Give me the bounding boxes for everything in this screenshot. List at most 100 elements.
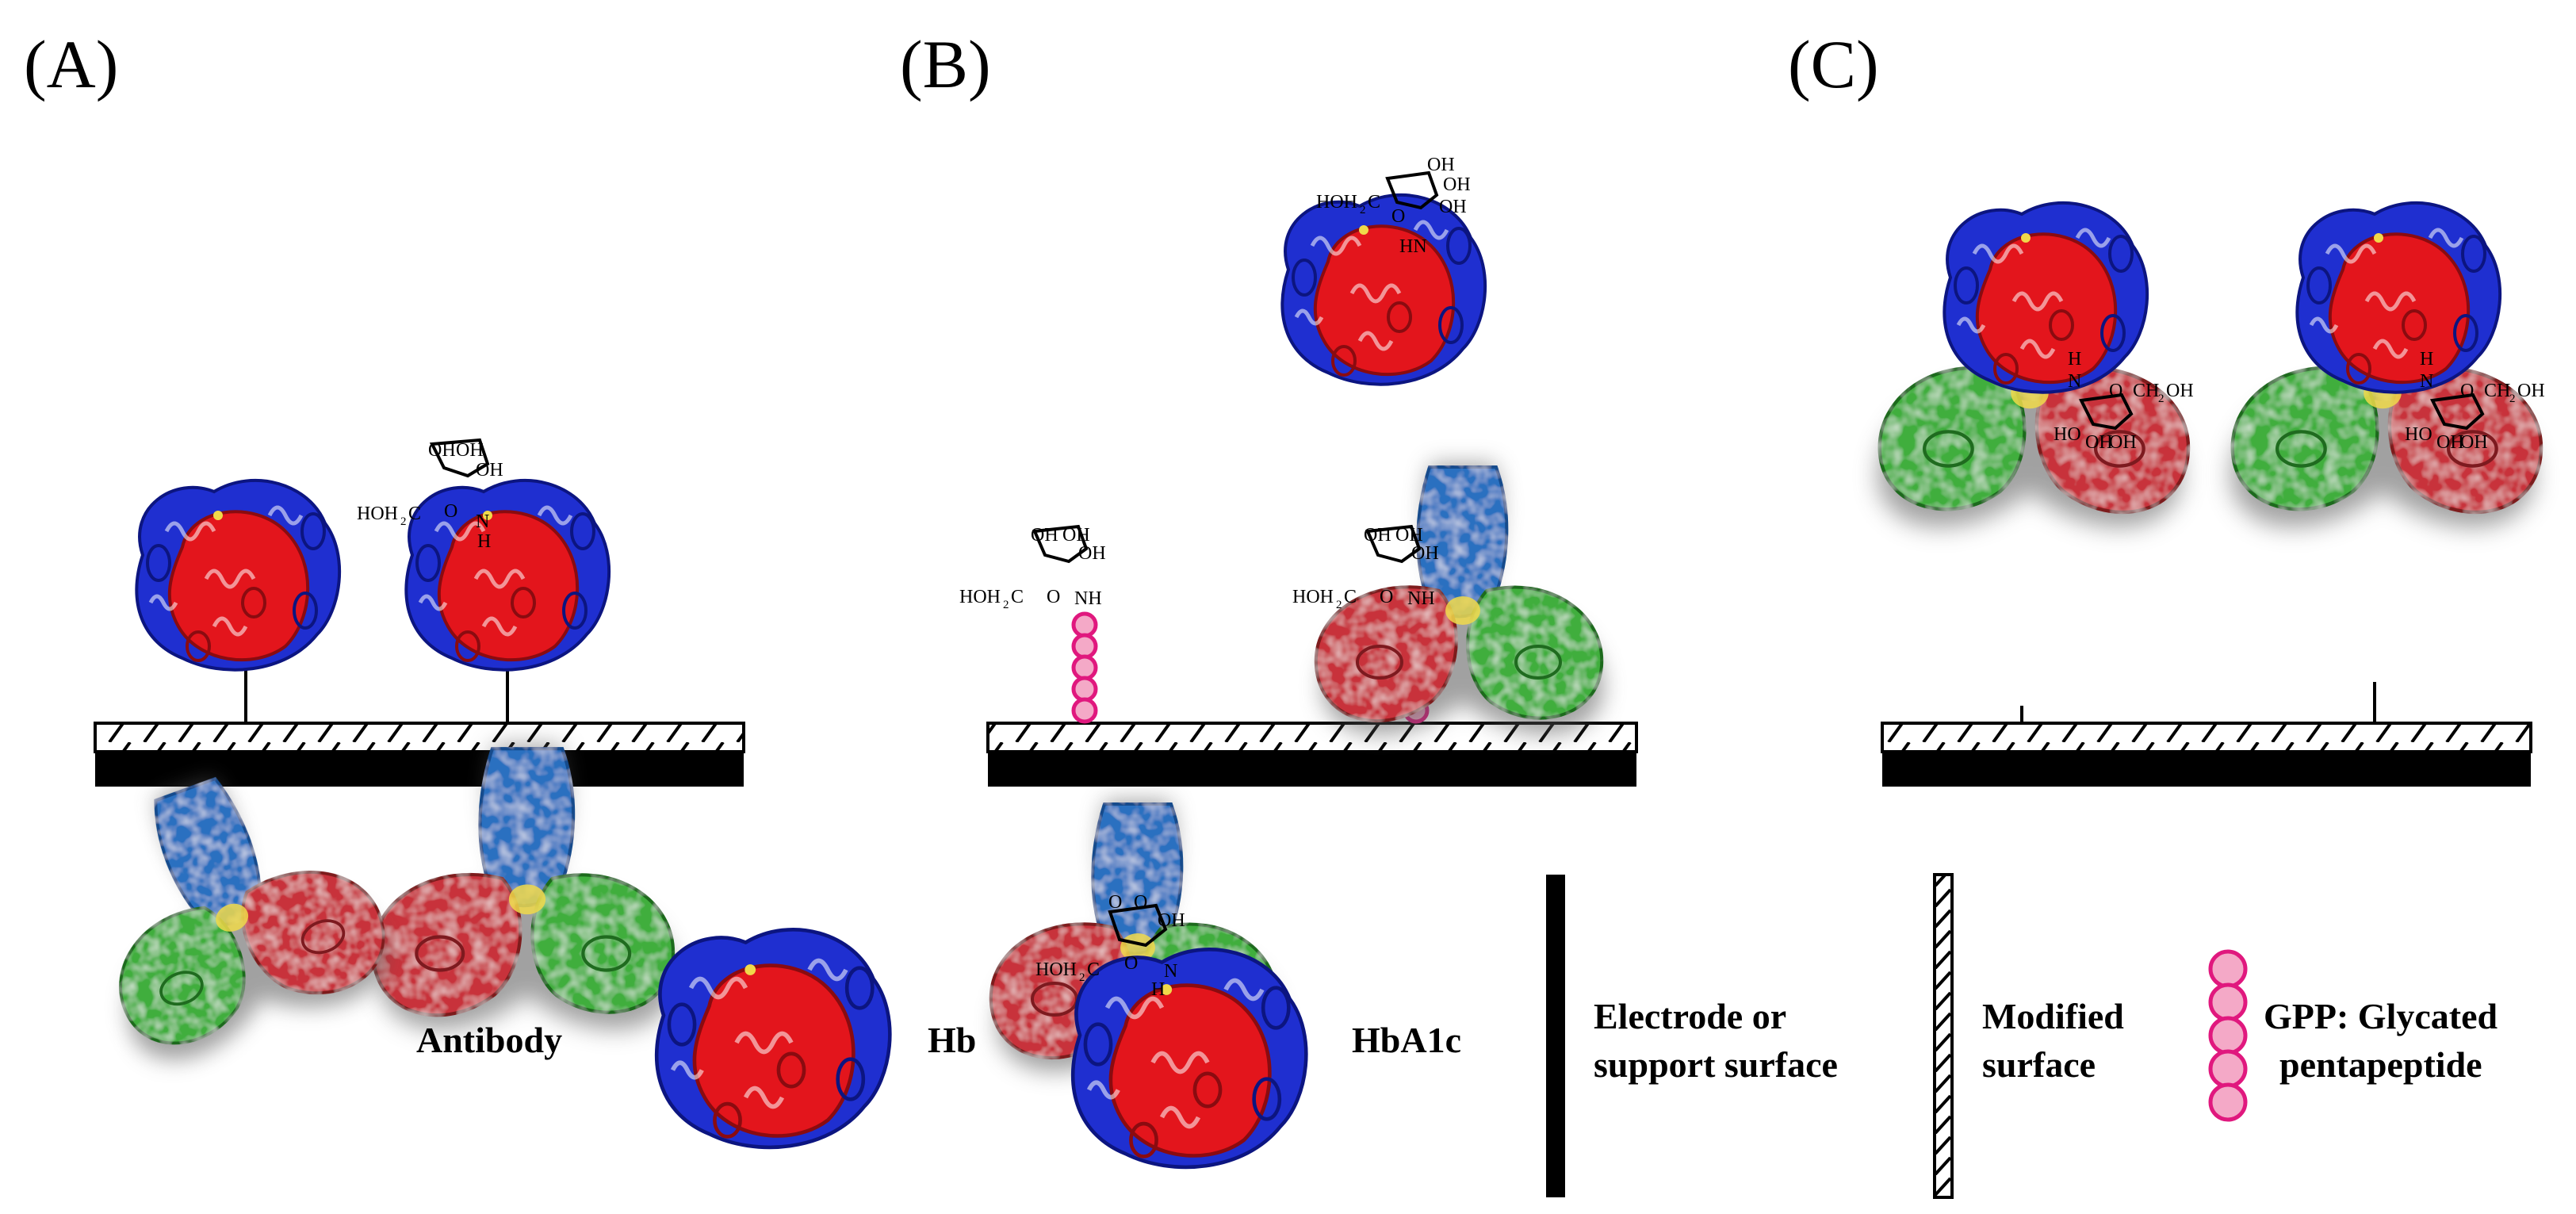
svg-text:OH: OH <box>2085 432 2113 453</box>
svg-text:H: H <box>1151 979 1165 1000</box>
svg-text:N: N <box>1164 961 1177 982</box>
svg-text:OH: OH <box>1443 174 1471 195</box>
panel-b: OH OH OH O HOH 2 C NH OH OH OH O HOH 2 C… <box>959 155 1638 1071</box>
svg-text:O: O <box>1124 953 1138 974</box>
antibody-b2 <box>1316 464 1603 734</box>
svg-text:C: C <box>408 504 421 524</box>
svg-text:C: C <box>1368 192 1380 213</box>
hb-protein-a1 <box>136 481 339 670</box>
svg-text:O: O <box>1047 587 1060 607</box>
glycation-group-b1: OH OH OH O HOH 2 C NH <box>959 524 1106 611</box>
glycation-group-a: OH OH OH O HOH 2 C N H <box>357 438 503 552</box>
svg-text:OH: OH <box>2166 381 2194 401</box>
svg-text:H: H <box>2420 349 2433 370</box>
svg-text:OH: OH <box>1427 155 1455 175</box>
svg-text:2: 2 <box>1336 599 1342 611</box>
legend-hb-symbol <box>656 929 890 1147</box>
svg-text:HO: HO <box>2054 424 2081 445</box>
svg-text:OH: OH <box>2460 432 2488 453</box>
svg-text:O: O <box>1108 892 1122 913</box>
svg-text:OH: OH <box>2517 381 2545 401</box>
svg-text:NH: NH <box>1074 588 1102 609</box>
gpp-chain-b1 <box>1071 611 1098 724</box>
hba1c-protein-c1 <box>1944 203 2147 393</box>
legend: Antibody Hb O O OH O HOH 2 C N H HbA1c E… <box>59 739 2498 1199</box>
svg-text:HOH: HOH <box>1292 587 1334 607</box>
hba1c-protein-b <box>1282 195 1485 385</box>
electrode-b <box>988 752 1636 787</box>
svg-text:OH: OH <box>456 440 484 461</box>
legend-electrode-symbol <box>1546 875 1565 1197</box>
panel-a-label: (A) <box>24 26 118 102</box>
svg-text:HOH: HOH <box>357 504 398 524</box>
legend-antibody-label: Antibody <box>416 1020 562 1060</box>
svg-text:OH: OH <box>2436 432 2464 453</box>
svg-text:O: O <box>2460 381 2474 401</box>
legend-modified-line2: surface <box>1982 1044 2096 1085</box>
legend-antibody-symbol <box>59 739 403 1074</box>
antibody-a <box>373 745 675 1029</box>
electrode-a <box>95 752 744 787</box>
svg-text:O: O <box>2109 381 2122 401</box>
svg-text:N: N <box>2420 371 2433 392</box>
svg-text:OH: OH <box>1062 525 1090 546</box>
svg-text:O: O <box>444 501 457 522</box>
svg-text:HN: HN <box>1399 236 1427 257</box>
modified-surface-c <box>1881 722 2532 753</box>
svg-text:HOH: HOH <box>1035 959 1077 980</box>
legend-hba1c-label: HbA1c <box>1352 1020 1461 1060</box>
glycation-group-c1: H N O CH 2 OH HO OH OH <box>2054 349 2194 453</box>
svg-text:OH: OH <box>476 460 503 481</box>
svg-text:O: O <box>1391 206 1405 227</box>
svg-text:C: C <box>1087 959 1100 980</box>
legend-hba1c-glycation: O O OH O HOH 2 C N H <box>1035 892 1185 1000</box>
svg-text:2: 2 <box>400 515 407 528</box>
electrode-c <box>1882 752 2531 787</box>
legend-gpp-line2: pentapeptide <box>2279 1044 2482 1085</box>
legend-modified-symbol <box>1933 873 1954 1199</box>
svg-text:N: N <box>476 511 489 532</box>
svg-text:NH: NH <box>1407 588 1435 609</box>
svg-text:OH: OH <box>1158 910 1185 931</box>
svg-text:HO: HO <box>2405 424 2432 445</box>
svg-text:OH: OH <box>1411 543 1439 564</box>
hba1c-protein-c2 <box>2297 203 2500 393</box>
glycation-group-b2: OH OH OH O HOH 2 C NH <box>1292 524 1439 611</box>
svg-text:H: H <box>477 531 491 552</box>
legend-gpp-line1: GPP: Glycated <box>2264 996 2498 1036</box>
svg-text:2: 2 <box>2158 393 2165 405</box>
panel-b-label: (B) <box>900 26 991 102</box>
svg-text:H: H <box>2068 349 2081 370</box>
legend-hba1c-symbol <box>1073 949 1306 1167</box>
svg-text:2: 2 <box>1079 971 1085 984</box>
svg-text:OH: OH <box>1395 525 1423 546</box>
legend-modified-line1: Modified <box>1982 996 2124 1036</box>
svg-text:OH: OH <box>1439 197 1467 217</box>
svg-text:OH: OH <box>428 440 456 461</box>
legend-electrode-line1: Electrode or <box>1594 996 1786 1036</box>
panel-c: H N O CH 2 OH HO OH OH H N O CH 2 OH HO … <box>1878 203 2545 787</box>
legend-gpp-symbol <box>2208 949 2248 1122</box>
svg-text:HOH: HOH <box>1316 192 1357 213</box>
svg-text:CH: CH <box>2484 381 2510 401</box>
svg-text:N: N <box>2068 371 2081 392</box>
svg-text:OH: OH <box>2109 432 2137 453</box>
svg-text:2: 2 <box>1003 599 1009 611</box>
panel-c-label: (C) <box>1788 26 1879 102</box>
glycation-group-c2: H N O CH 2 OH HO OH OH <box>2405 349 2545 453</box>
legend-electrode-line2: support surface <box>1594 1044 1838 1085</box>
svg-text:HOH: HOH <box>959 587 1001 607</box>
svg-text:O: O <box>1134 892 1147 913</box>
svg-text:OH: OH <box>1364 525 1391 546</box>
svg-text:O: O <box>1380 587 1393 607</box>
glycation-group-b3: OH OH OH O HOH 2 C HN <box>1316 155 1471 257</box>
svg-text:2: 2 <box>1360 204 1366 216</box>
hba1c-protein-a2 <box>406 481 609 670</box>
svg-text:C: C <box>1344 587 1357 607</box>
modified-surface-a <box>94 722 745 753</box>
svg-text:CH: CH <box>2133 381 2159 401</box>
legend-hb-label: Hb <box>928 1020 976 1060</box>
svg-text:OH: OH <box>1031 525 1058 546</box>
svg-text:2: 2 <box>2509 393 2516 405</box>
